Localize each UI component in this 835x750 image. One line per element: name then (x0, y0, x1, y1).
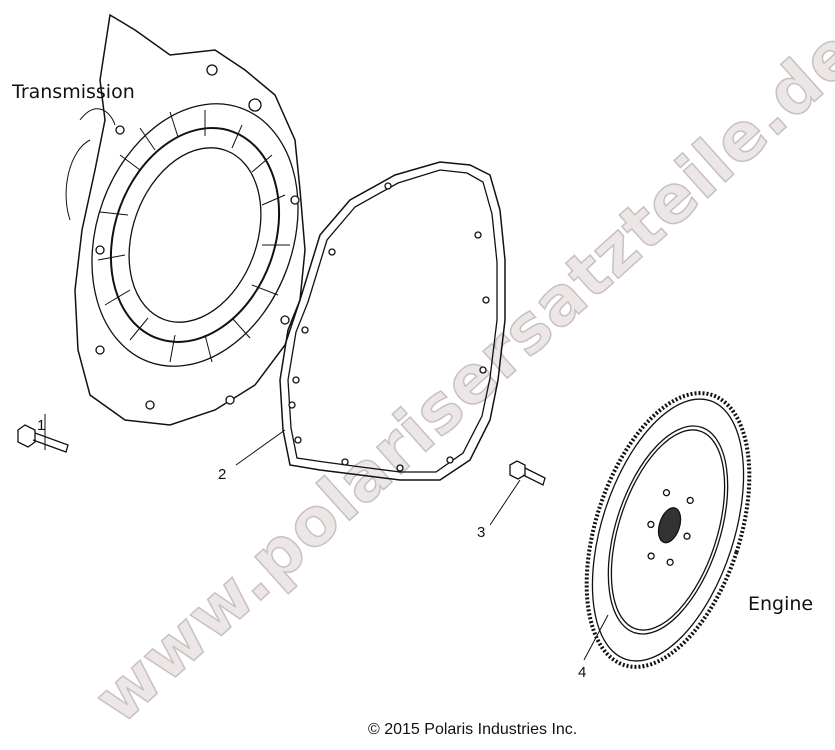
bolt-1-icon (17, 424, 69, 453)
callout-4: 4 (578, 664, 587, 681)
flywheel-icon (584, 391, 752, 669)
callout-3: 3 (477, 524, 486, 541)
gasket-icon (279, 161, 506, 481)
engine-label: Engine (748, 593, 814, 615)
callout-2: 2 (218, 466, 227, 483)
transmission-housing-icon (65, 13, 306, 426)
leader-lines (44, 414, 609, 661)
transmission-label: Transmission (12, 81, 135, 103)
bolt-3-icon (509, 460, 546, 486)
callout-1: 1 (37, 417, 46, 434)
copyright: © 2015 Polaris Industries Inc. (368, 721, 578, 738)
